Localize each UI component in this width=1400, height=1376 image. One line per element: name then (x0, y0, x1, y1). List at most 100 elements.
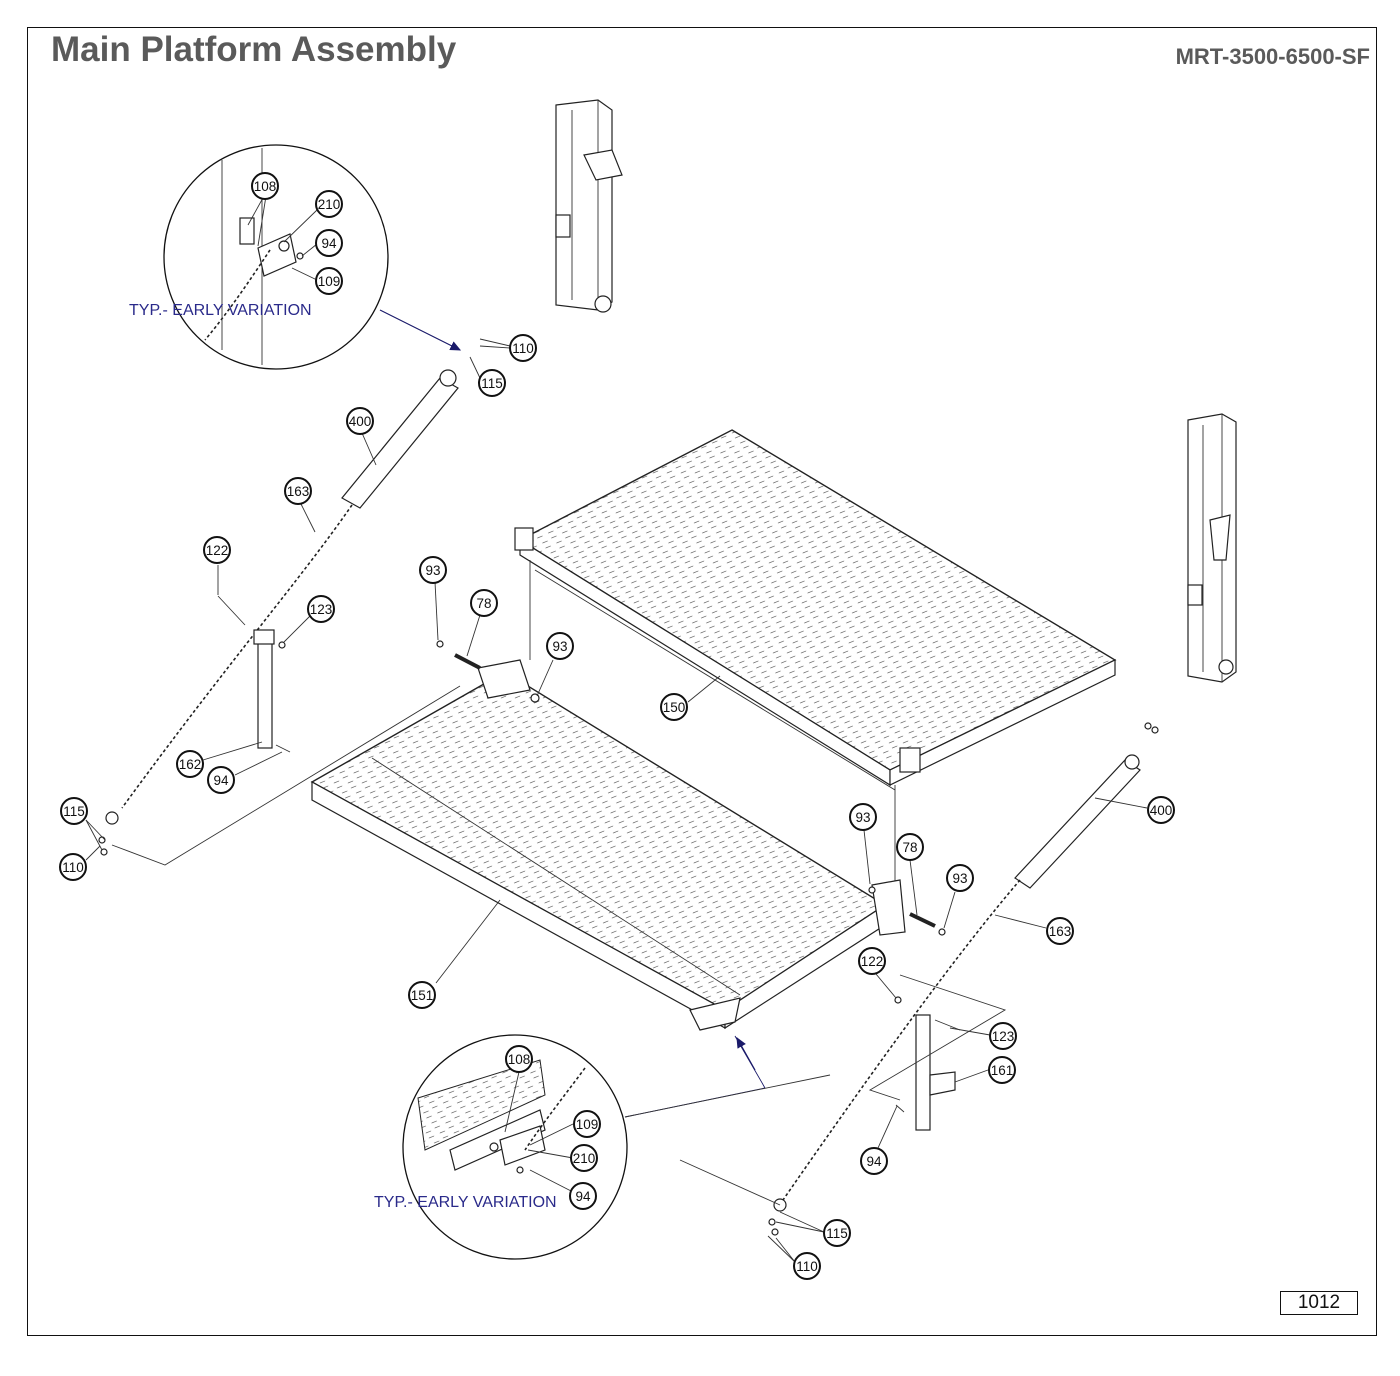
callout-bubble (1046, 917, 1074, 945)
upper-column (555, 99, 623, 313)
callout-bubble (823, 1219, 851, 1247)
callout-123: 123 (989, 1022, 1017, 1050)
callout-115: 115 (823, 1219, 851, 1247)
pins (436, 640, 946, 936)
callout-bubble (793, 1252, 821, 1280)
page-number: 1012 (1280, 1291, 1358, 1315)
callout-163: 163 (1046, 917, 1074, 945)
callout-label: 94 (213, 773, 229, 788)
callout-bubble (858, 947, 886, 975)
callout-label: 94 (575, 1189, 591, 1204)
callout-label: 93 (552, 639, 567, 654)
callout-label: 210 (573, 1151, 596, 1166)
callout-bubble (408, 981, 436, 1009)
callout-label: 123 (992, 1029, 1015, 1044)
callout-bubble (307, 595, 335, 623)
callout-label: 94 (866, 1154, 882, 1169)
callout-93: 93 (946, 864, 974, 892)
model-number: MRT-3500-6500-SF (1175, 44, 1370, 69)
callout-label: 163 (287, 484, 310, 499)
callout-bubble (569, 1182, 597, 1210)
callout-bubble (59, 853, 87, 881)
callout-bubble (546, 632, 574, 660)
callout-label: 109 (318, 274, 341, 289)
callout-label: 93 (425, 563, 440, 578)
callout-label: 400 (349, 414, 372, 429)
callout-bubble (660, 693, 688, 721)
callout-115: 115 (478, 369, 506, 397)
callout-162: 162 (176, 750, 204, 778)
callout-bubble (315, 190, 343, 218)
callout-label: 110 (62, 860, 84, 875)
callout-label: 115 (826, 1226, 848, 1241)
callout-94: 94 (860, 1147, 888, 1175)
callout-bubble (176, 750, 204, 778)
callout-label: 122 (861, 954, 884, 969)
callout-bubble (346, 407, 374, 435)
callout-bubble (284, 477, 312, 505)
callout-bubble (570, 1144, 598, 1172)
callout-93: 93 (546, 632, 574, 660)
callout-151: 151 (408, 981, 436, 1009)
callout-210: 210 (570, 1144, 598, 1172)
callout-bubble (419, 556, 447, 584)
callout-label: 151 (411, 988, 434, 1003)
callout-94: 94 (207, 766, 235, 794)
callout-bubble (509, 334, 537, 362)
callout-bubble (203, 536, 231, 564)
callout-label: 115 (481, 376, 503, 391)
callout-label: 115 (63, 804, 85, 819)
callout-bubble (1147, 796, 1175, 824)
callout-bubble (860, 1147, 888, 1175)
callout-bubble (315, 229, 343, 257)
callout-110: 110 (509, 334, 537, 362)
detail-note-upper: TYP.- EARLY VARIATION (129, 302, 312, 319)
callout-label: 110 (796, 1259, 818, 1274)
callout-bubble (989, 1022, 1017, 1050)
detail-upper: TYP.- EARLY VARIATION (129, 144, 462, 370)
callout-122: 122 (203, 536, 231, 564)
callout-93: 93 (849, 803, 877, 831)
callout-bubble (251, 172, 279, 200)
callout-bubble (207, 766, 235, 794)
callout-108: 108 (251, 172, 279, 200)
callout-bubble (505, 1045, 533, 1073)
callout-label: 161 (991, 1063, 1014, 1078)
callout-group: 108 210 94 109 110 115 400 163 122 123 93 78 93 150 16… (59, 172, 1175, 1280)
callout-label: 78 (476, 596, 491, 611)
callout-109: 109 (573, 1110, 601, 1138)
callout-label: 93 (855, 810, 870, 825)
callout-150: 150 (660, 693, 688, 721)
callout-label: 162 (179, 757, 202, 772)
right-hardware (679, 722, 1159, 1236)
callout-bubble (849, 803, 877, 831)
callout-122: 122 (858, 947, 886, 975)
callout-210: 210 (315, 190, 343, 218)
callout-bubble (573, 1110, 601, 1138)
detail-lower: TYP.- EARLY VARIATION (374, 1034, 831, 1260)
callout-161: 161 (988, 1056, 1016, 1084)
callout-115: 115 (60, 797, 88, 825)
callout-bubble (478, 369, 506, 397)
right-column (1187, 413, 1237, 683)
callout-label: 122 (206, 543, 229, 558)
callout-label: 123 (310, 602, 333, 617)
callout-78: 78 (470, 589, 498, 617)
callout-400: 400 (1147, 796, 1175, 824)
callout-109: 109 (315, 267, 343, 295)
callout-110: 110 (793, 1252, 821, 1280)
platform-150 (514, 429, 1117, 890)
callout-label: 78 (902, 840, 917, 855)
callout-bubble (60, 797, 88, 825)
callout-123: 123 (307, 595, 335, 623)
callout-label: 110 (512, 341, 534, 356)
callout-110: 110 (59, 853, 87, 881)
callout-163: 163 (284, 477, 312, 505)
page-title: Main Platform Assembly (51, 30, 457, 69)
callout-400: 400 (346, 407, 374, 435)
callout-label: 109 (576, 1117, 599, 1132)
callout-94: 94 (569, 1182, 597, 1210)
detail-note-lower: TYP.- EARLY VARIATION (374, 1194, 557, 1211)
callout-78: 78 (896, 833, 924, 861)
